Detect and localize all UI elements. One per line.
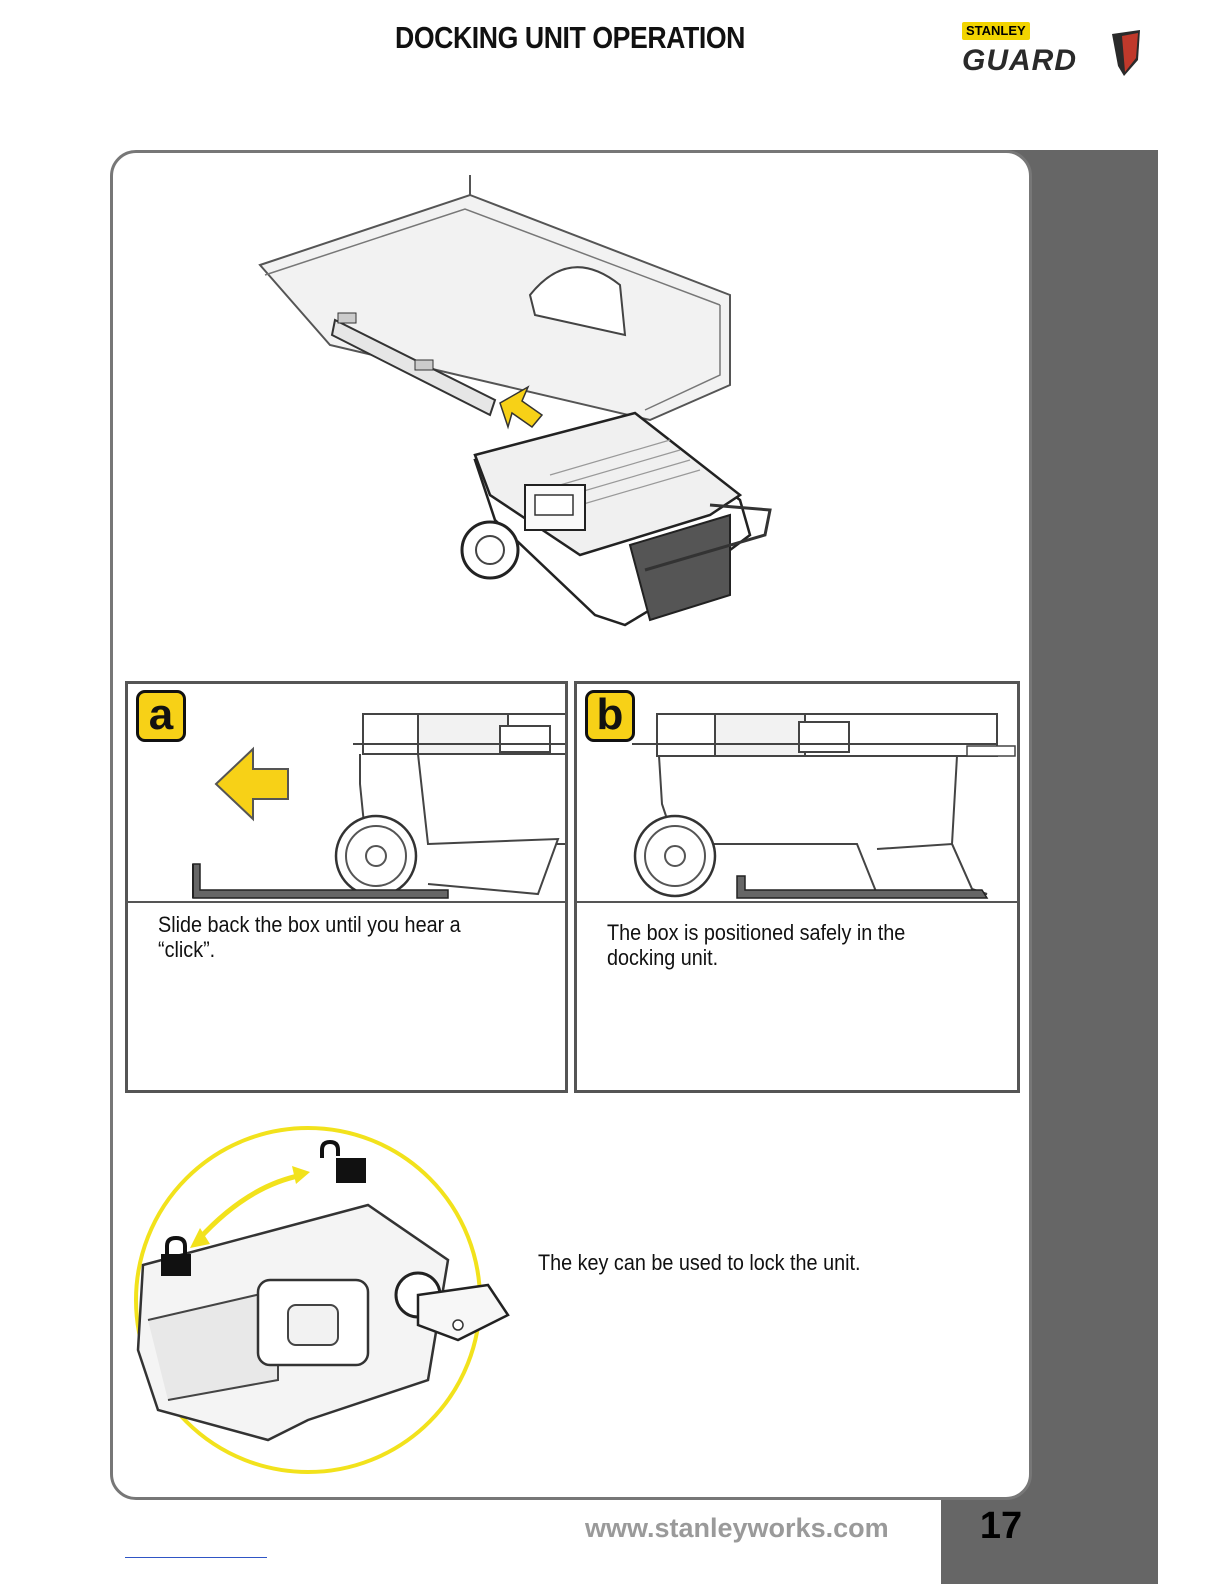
page-title: DOCKING UNIT OPERATION bbox=[338, 20, 802, 56]
truck-bed-illustration bbox=[250, 175, 790, 655]
footnote-rule bbox=[125, 1557, 267, 1558]
step-badge-b: b bbox=[585, 690, 635, 742]
page-number: 17 bbox=[941, 1505, 1061, 1548]
slide-back-illustration bbox=[128, 684, 565, 901]
panel-divider bbox=[128, 901, 565, 903]
panel-divider bbox=[577, 901, 1017, 903]
step-badge-a: a bbox=[136, 690, 186, 742]
docked-box-illustration bbox=[577, 684, 1017, 901]
step-b-text: The box is positioned safely in the dock… bbox=[607, 920, 969, 970]
lock-open-icon bbox=[0, 0, 52, 44]
step-panel-b: b The box is positioned safely in the do… bbox=[574, 681, 1020, 1093]
footer-website-link[interactable]: www.stanleyworks.com bbox=[585, 1513, 889, 1544]
step-panel-a: a Slide back the box until you hear a “c… bbox=[125, 681, 568, 1093]
lock-instruction-text: The key can be used to lock the unit. bbox=[538, 1250, 860, 1276]
lock-open-icon bbox=[318, 1140, 370, 1184]
shield-logo-icon bbox=[1108, 30, 1144, 78]
brand-logo-guard: GUARD bbox=[962, 44, 1077, 78]
step-a-text: Slide back the box until you hear a “cli… bbox=[158, 912, 517, 962]
brand-logo-stanley: STANLEY bbox=[962, 22, 1030, 40]
lock-closed-icon bbox=[159, 1236, 193, 1278]
